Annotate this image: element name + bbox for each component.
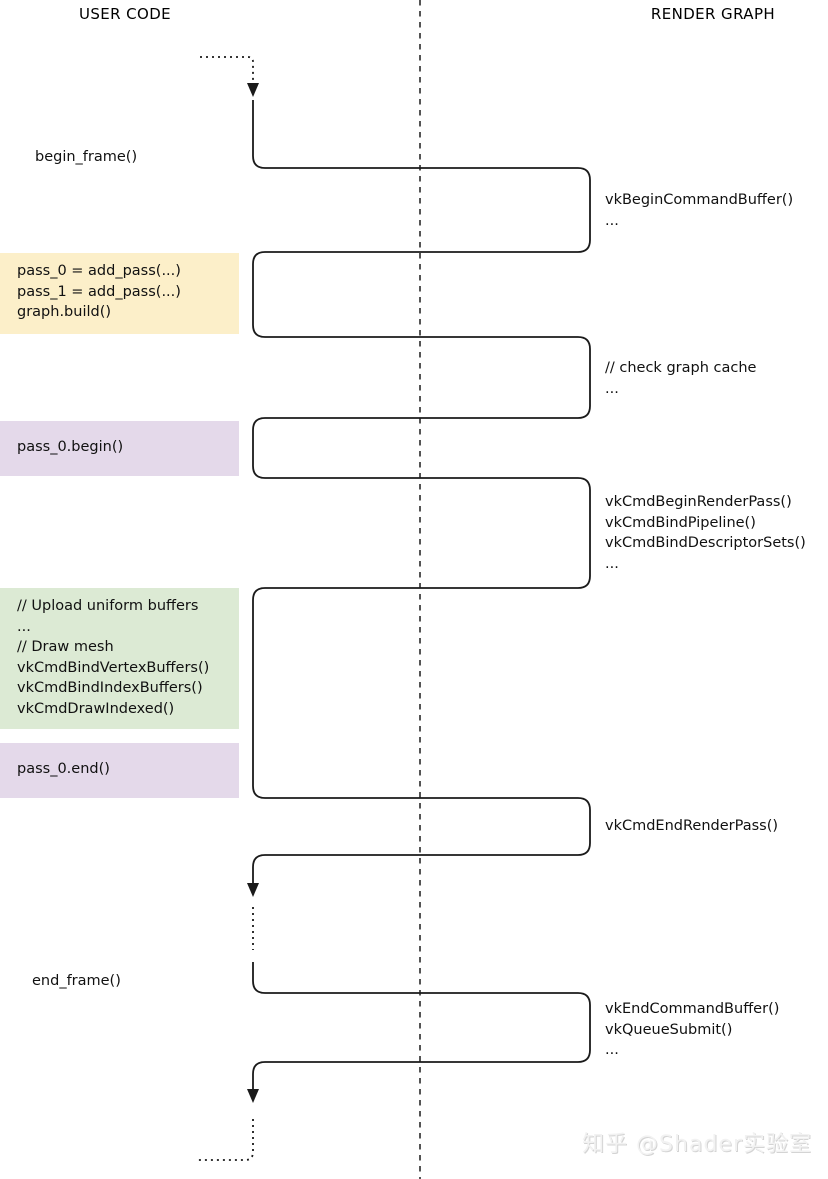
code-line: // Upload uniform buffers [17, 598, 199, 614]
code-line: graph.build() [17, 304, 112, 320]
code-line: pass_0.begin() [17, 439, 124, 455]
begin-command-buffer-text: vkBeginCommandBuffer() ... [605, 190, 793, 231]
pass0-end-block: pass_0.end() [0, 743, 239, 798]
check-graph-cache-text: // check graph cache ... [605, 358, 756, 399]
code-line: vkCmdBindVertexBuffers() [17, 659, 210, 676]
mid-arrowhead-icon [247, 883, 259, 897]
end-frame-label: end_frame() [32, 973, 121, 989]
begin-frame-label: begin_frame() [35, 149, 138, 165]
code-line: vkCmdBindIndexBuffers() [17, 680, 203, 696]
code-line: vkCmdDrawIndexed() [17, 700, 175, 717]
code-line: // check graph cache [605, 360, 757, 376]
code-line: pass_0 = add_pass(...) [17, 263, 181, 279]
code-line: ... [605, 380, 619, 397]
entry-dotted-line [200, 56, 254, 80]
end-command-buffer-text: vkEndCommandBuffer() vkQueueSubmit() ... [605, 999, 779, 1061]
render-graph-header: RENDER GRAPH [650, 5, 776, 23]
end-render-pass-text: vkCmdEndRenderPass() [605, 816, 778, 837]
bottom-arrowhead-icon [247, 1089, 259, 1103]
graph-build-block: pass_0 = add_pass(...) pass_1 = add_pass… [0, 253, 239, 334]
code-line: // Draw mesh [17, 639, 114, 655]
zhihu-watermark: 知乎 @Shader实验室 [582, 1132, 812, 1157]
user-code-header: USER CODE [78, 5, 172, 23]
code-line: ... [605, 555, 619, 572]
code-line: vkQueueSubmit() [605, 1021, 733, 1038]
code-line: vkEndCommandBuffer() [605, 1001, 780, 1017]
code-line: vkCmdBeginRenderPass() [605, 494, 792, 510]
entry-arrowhead-icon [247, 83, 259, 97]
pass0-begin-block: pass_0.begin() [0, 421, 239, 476]
code-line: ... [605, 212, 619, 229]
end-frame-flow-path [252, 962, 591, 1089]
code-line: ... [17, 618, 31, 635]
code-line: vkCmdBindPipeline() [605, 514, 756, 531]
code-line: pass_1 = add_pass(...) [17, 283, 181, 300]
exit-dotted-line [197, 1119, 254, 1161]
code-line: vkCmdBindDescriptorSets() [605, 535, 806, 551]
main-flow-path [252, 100, 591, 883]
code-line: ... [605, 1042, 619, 1058]
code-line: vkCmdEndRenderPass() [605, 818, 779, 834]
code-line: pass_0.end() [17, 761, 110, 777]
draw-mesh-block: // Upload uniform buffers ... // Draw me… [0, 588, 239, 729]
code-line: vkBeginCommandBuffer() [605, 192, 794, 208]
begin-render-pass-text: vkCmdBeginRenderPass() vkCmdBindPipeline… [605, 492, 806, 574]
